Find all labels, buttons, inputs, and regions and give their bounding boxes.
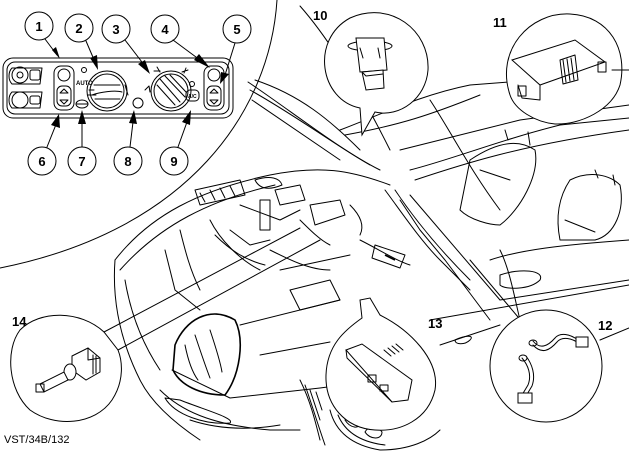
callout-7: 7 — [67, 110, 97, 176]
callout-6: 6 — [27, 114, 60, 176]
left-temperature-rocker — [53, 65, 75, 111]
callout-4: 4 — [150, 14, 210, 68]
component-11-detail: 11 — [493, 13, 629, 125]
vehicle-line-drawing — [113, 5, 629, 451]
callout-13-label: 13 — [428, 316, 442, 331]
indicator-lamp — [132, 97, 144, 109]
a-c-label: A/C — [188, 94, 197, 100]
temperature-sensor-icon — [35, 347, 101, 393]
auto-label: AUTO — [76, 81, 93, 87]
component-13-detail: 13 — [325, 297, 442, 431]
callout-3: 3 — [101, 14, 150, 74]
blower-speed-dial — [86, 70, 129, 112]
callout-11-label: 11 — [493, 15, 507, 30]
control-panel-callouts: 1 2 3 4 5 6 — [24, 11, 252, 176]
callout-8: 8 — [113, 110, 143, 176]
callout-2: 2 — [64, 13, 98, 70]
module-housing-icon — [511, 39, 607, 101]
air-distribution-dial — [144, 66, 192, 112]
right-temperature-rocker — [203, 65, 225, 111]
component-12-detail: 12 — [469, 259, 629, 423]
component-10-detail: 10 — [313, 8, 429, 137]
sensor-plug-icon — [347, 37, 393, 91]
svg-text:7: 7 — [78, 154, 85, 169]
svg-text:2: 2 — [75, 21, 82, 36]
control-panel-boundary-arc — [0, 0, 278, 269]
callout-9: 9 — [159, 110, 191, 176]
climate-control-panel: AUTO A/C — [2, 57, 234, 119]
svg-text:4: 4 — [161, 22, 169, 37]
callout-10-label: 10 — [313, 8, 327, 23]
callout-14-label: 14 — [12, 314, 27, 329]
callout-5: 5 — [220, 14, 252, 84]
svg-text:5: 5 — [233, 22, 240, 37]
drawing-reference-code: VST/34B/132 — [4, 434, 70, 446]
svg-text:1: 1 — [35, 19, 42, 34]
harness-lead-icon — [517, 333, 589, 404]
callout-1: 1 — [24, 11, 60, 59]
auto-button — [75, 99, 89, 109]
recirculation-buttons — [8, 66, 43, 109]
component-14-detail: 14 — [10, 227, 321, 422]
svg-text:9: 9 — [170, 154, 177, 169]
svg-text:6: 6 — [38, 154, 45, 169]
connector-block-icon — [345, 343, 413, 403]
svg-text:3: 3 — [112, 22, 119, 37]
callout-12-label: 12 — [598, 318, 612, 333]
svg-text:8: 8 — [124, 154, 131, 169]
